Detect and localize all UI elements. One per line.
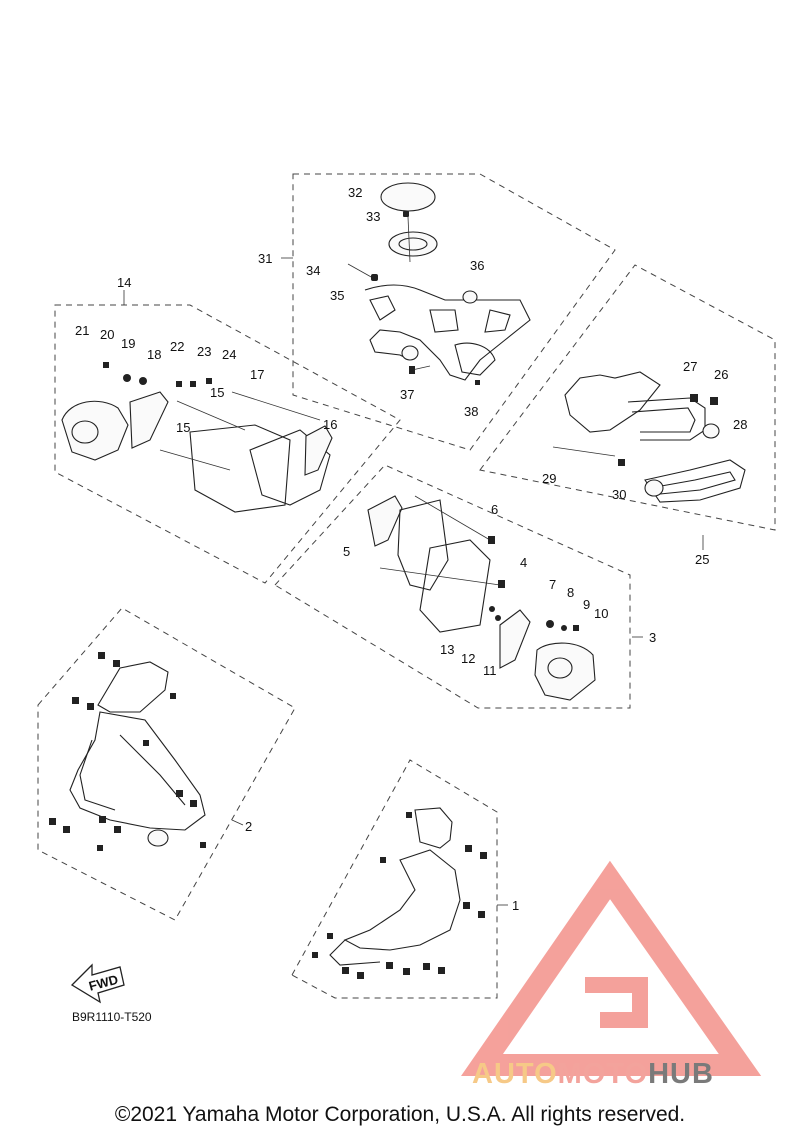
callout-29: 29 <box>542 471 556 486</box>
callout-labels: 32 33 31 34 36 35 37 38 14 21 20 19 18 2… <box>75 185 747 913</box>
group-3-assembly <box>274 464 631 709</box>
copyright-notice: ©2021 Yamaha Motor Corporation, U.S.A. A… <box>114 1103 686 1126</box>
callout-34: 34 <box>306 263 320 278</box>
callout-5: 5 <box>343 544 350 559</box>
callout-11: 11 <box>483 663 497 678</box>
callout-26: 26 <box>714 367 728 382</box>
callout-4: 4 <box>520 555 527 570</box>
watermark-hub: HUB <box>648 1058 714 1090</box>
callout-10: 10 <box>594 606 608 621</box>
watermark-text: AUTOMOTOHUB <box>472 1058 714 1091</box>
callout-8: 8 <box>567 585 574 600</box>
callout-18: 18 <box>147 347 161 362</box>
callout-22: 22 <box>170 339 184 354</box>
callout-36: 36 <box>470 258 484 273</box>
group-1-assembly <box>291 759 498 999</box>
callout-32: 32 <box>348 185 362 200</box>
group-25-assembly <box>479 264 776 531</box>
fwd-label: FWD <box>87 972 119 994</box>
group-leader-lines <box>123 257 704 906</box>
group-2-assembly <box>37 607 296 921</box>
callout-17: 17 <box>250 367 264 382</box>
callout-2: 2 <box>245 819 252 834</box>
callout-23: 23 <box>197 344 211 359</box>
callout-6: 6 <box>491 502 498 517</box>
watermark-auto: AUTO <box>472 1058 558 1090</box>
callout-21: 21 <box>75 323 89 338</box>
callout-38: 38 <box>464 404 478 419</box>
callout-1: 1 <box>512 898 519 913</box>
callout-25: 25 <box>695 552 709 567</box>
callout-37: 37 <box>400 387 414 402</box>
callout-19: 19 <box>121 336 135 351</box>
diagram-code: B9R1110-T520 <box>72 1010 152 1024</box>
callout-28: 28 <box>733 417 747 432</box>
callout-7: 7 <box>549 577 556 592</box>
callout-12: 12 <box>461 651 475 666</box>
callout-27: 27 <box>683 359 697 374</box>
watermark-moto: MOTO <box>557 1058 649 1090</box>
callout-3: 3 <box>649 630 656 645</box>
callout-16: 16 <box>323 417 337 432</box>
callout-31: 31 <box>258 251 272 266</box>
group-31-assembly <box>292 173 616 451</box>
callout-35: 35 <box>330 288 344 303</box>
callout-9: 9 <box>583 597 590 612</box>
fwd-arrow-icon: FWD <box>70 963 125 1004</box>
callout-13: 13 <box>440 642 454 657</box>
callout-14: 14 <box>117 275 131 290</box>
watermark-logo <box>461 860 762 1076</box>
callout-33: 33 <box>366 209 380 224</box>
callout-15b: 15 <box>176 420 190 435</box>
callout-20: 20 <box>100 327 114 342</box>
callout-15a: 15 <box>210 385 224 400</box>
callout-30: 30 <box>612 487 626 502</box>
callout-24: 24 <box>222 347 236 362</box>
group-14-assembly <box>54 304 401 584</box>
